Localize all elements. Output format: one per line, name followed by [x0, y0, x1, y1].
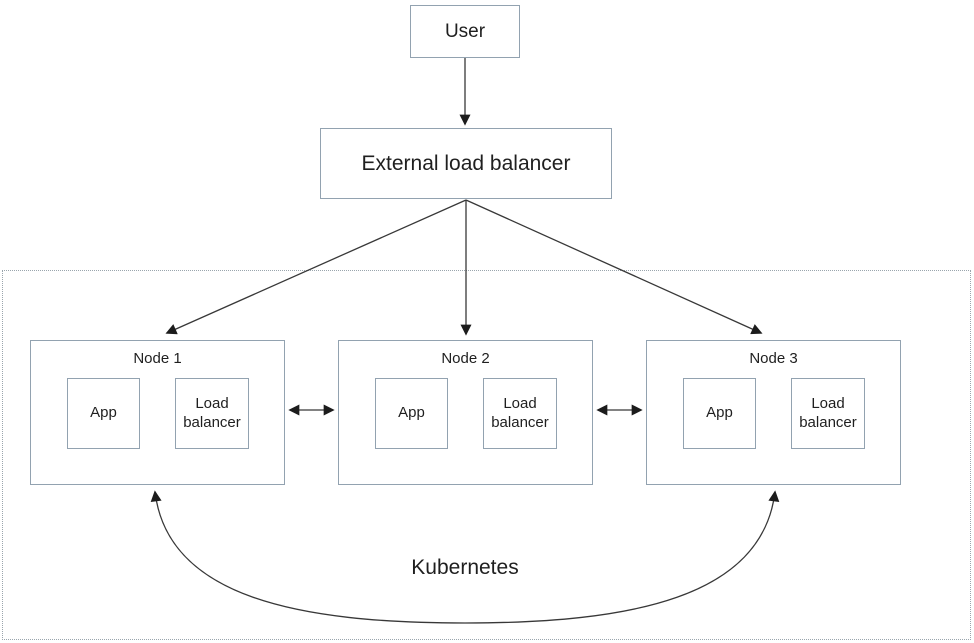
- node-1-app-box: App: [67, 378, 140, 449]
- node-3-app-label: App: [706, 404, 733, 422]
- node-3-app-box: App: [683, 378, 756, 449]
- node-2-box: Node 2 App Load balancer: [338, 340, 593, 485]
- external-load-balancer-label: External load balancer: [361, 151, 571, 175]
- node-3-box: Node 3 App Load balancer: [646, 340, 901, 485]
- node-1-label: Node 1: [133, 350, 182, 367]
- node-2-label: Node 2: [441, 350, 490, 367]
- node-2-app-label: App: [398, 404, 425, 422]
- user-label: User: [444, 20, 486, 42]
- node-3-label: Node 3: [749, 350, 798, 367]
- node-1-box: Node 1 App Load balancer: [30, 340, 285, 485]
- external-load-balancer-box: External load balancer: [320, 128, 612, 199]
- node-2-load-balancer-box: Load balancer: [483, 378, 557, 449]
- node-3-load-balancer-box: Load balancer: [791, 378, 865, 449]
- user-box: User: [410, 5, 520, 58]
- node-1-app-label: App: [90, 404, 117, 422]
- node-1-load-balancer-box: Load balancer: [175, 378, 249, 449]
- node-1-load-balancer-label: Load balancer: [183, 394, 241, 431]
- kubernetes-label: Kubernetes: [411, 556, 519, 579]
- node-2-app-box: App: [375, 378, 448, 449]
- node-3-load-balancer-label: Load balancer: [799, 394, 857, 431]
- node-2-load-balancer-label: Load balancer: [491, 394, 549, 431]
